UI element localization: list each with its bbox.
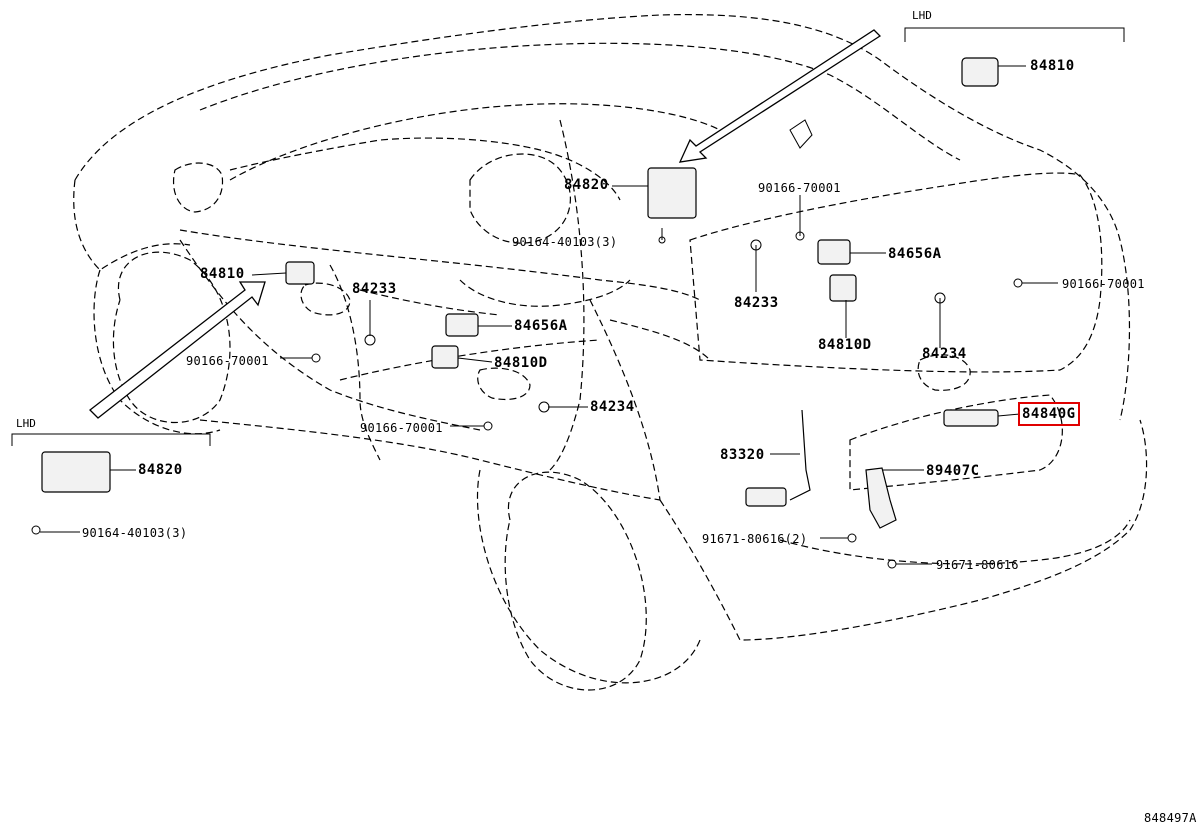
latch-89407c xyxy=(865,467,897,529)
label-90164-upper[interactable]: 90164-40103(3) xyxy=(512,235,618,249)
b-pillar xyxy=(549,119,585,471)
harness-83320 xyxy=(789,409,811,501)
interior-floor xyxy=(339,339,601,381)
label-83320[interactable]: 83320 xyxy=(720,447,765,463)
arrow-to-front-door xyxy=(89,281,266,419)
rear-wheel xyxy=(504,471,647,691)
front-hood xyxy=(73,179,191,271)
sensor-83320 xyxy=(745,487,787,507)
switch-84840g xyxy=(943,409,999,427)
switch-84810-left xyxy=(285,261,315,285)
label-84810d-right[interactable]: 84810D xyxy=(818,337,872,353)
label-89407c[interactable]: 89407C xyxy=(926,463,980,479)
interior-rear xyxy=(609,319,711,361)
switch-84810d-left xyxy=(431,345,459,369)
label-90166-right[interactable]: 90166-70001 xyxy=(1062,277,1145,291)
roof-outline xyxy=(74,14,1131,421)
label-90166-left1[interactable]: 90166-70001 xyxy=(186,354,269,368)
dashboard xyxy=(229,137,621,201)
handle-rear xyxy=(477,367,531,401)
label-90164-inset[interactable]: 90164-40103(3) xyxy=(82,526,188,540)
label-84234-mid[interactable]: 84234 xyxy=(590,399,635,415)
label-90166-upper[interactable]: 90166-70001 xyxy=(758,181,841,195)
label-84810d-left[interactable]: 84810D xyxy=(494,355,548,371)
switch-84810d-right xyxy=(829,274,857,302)
label-84820-main[interactable]: 84820 xyxy=(564,177,609,193)
tailgate xyxy=(689,172,1103,373)
inset-left-title: LHD xyxy=(16,417,36,430)
label-84840g-highlighted[interactable]: 84840G xyxy=(1018,402,1080,426)
label-84820-inset[interactable]: 84820 xyxy=(138,462,183,478)
arrow-to-rear-switch xyxy=(678,29,882,163)
roof-inner xyxy=(199,42,961,161)
label-84656a-left[interactable]: 84656A xyxy=(514,318,568,334)
front-wheel-arch xyxy=(93,269,221,435)
console xyxy=(459,279,631,307)
rear-door xyxy=(589,299,661,501)
label-84233-left[interactable]: 84233 xyxy=(352,281,397,297)
front-door xyxy=(179,239,481,431)
label-91671[interactable]: 91671-80616 xyxy=(936,558,1019,572)
switch-84820-inset xyxy=(41,451,111,493)
switch-84656a-left xyxy=(445,313,479,337)
side-sill xyxy=(199,419,661,501)
mirror-rear xyxy=(917,354,971,391)
label-84810-left[interactable]: 84810 xyxy=(200,266,245,282)
label-91671-2[interactable]: 91671-80616(2) xyxy=(702,532,808,546)
front-wheel xyxy=(112,251,231,424)
rear-quarter xyxy=(659,419,1148,641)
steering xyxy=(469,153,571,244)
label-84234-right[interactable]: 84234 xyxy=(922,346,967,362)
handle xyxy=(300,282,351,316)
diagram-id: 848497A xyxy=(1144,811,1197,825)
door-line xyxy=(329,264,381,461)
switch-84820-main xyxy=(647,167,697,219)
label-84656a-right[interactable]: 84656A xyxy=(888,246,942,262)
switch-84810-inset xyxy=(961,57,999,87)
belt-line xyxy=(179,229,701,301)
label-84233-right[interactable]: 84233 xyxy=(734,295,779,311)
rear-wheel-arch xyxy=(477,469,701,684)
label-90166-left2[interactable]: 90166-70001 xyxy=(360,421,443,435)
rear-bumper xyxy=(779,519,1131,565)
switch-84656a-right xyxy=(817,239,851,265)
mirror xyxy=(173,162,224,213)
window-line xyxy=(229,103,721,181)
label-84810-inset[interactable]: 84810 xyxy=(1030,58,1075,74)
inset-right-title: LHD xyxy=(912,9,932,22)
seat-line xyxy=(359,289,501,316)
